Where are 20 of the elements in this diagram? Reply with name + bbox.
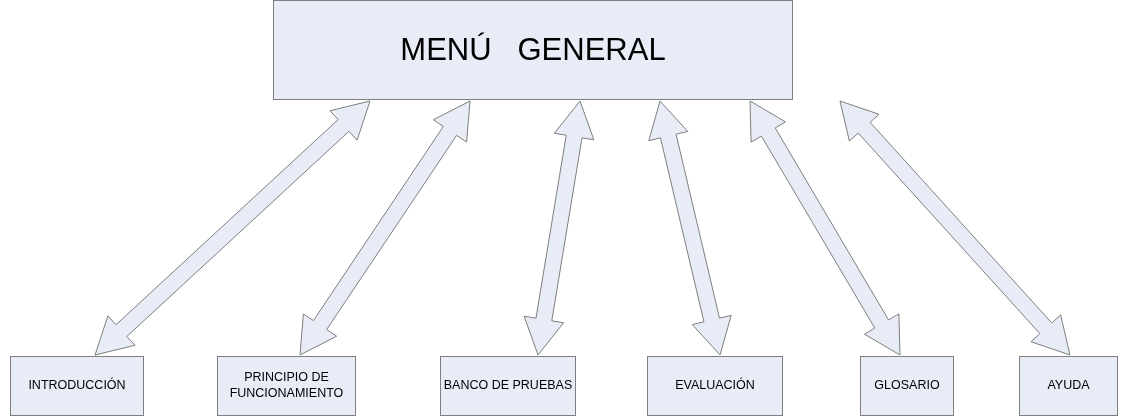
double-arrow: [648, 100, 732, 356]
box-label: AYUDA: [1047, 378, 1090, 394]
box-label: INTRODUCCIÓN: [28, 378, 126, 394]
menu-box: [1019, 356, 1118, 416]
menu-box: [273, 0, 793, 100]
menu-box: [10, 356, 144, 416]
box-label: BANCO DE PRUEBAS: [443, 378, 573, 394]
double-arrow: [749, 100, 901, 356]
double-arrow: [523, 100, 595, 356]
box-label: EVALUACIÓN: [675, 378, 755, 394]
box-label: GLOSARIO: [874, 378, 940, 394]
menu-box: [647, 356, 783, 416]
double-arrow: [839, 100, 1071, 356]
menu-box: [217, 356, 356, 416]
menu-box: [860, 356, 954, 416]
double-arrow: [299, 100, 471, 356]
box-label: PRINCIPIO DE FUNCIONAMIENTO: [228, 370, 345, 402]
double-arrow: [94, 100, 371, 356]
box-label: MENÚ GENERAL: [400, 30, 666, 69]
menu-box: [440, 356, 576, 416]
